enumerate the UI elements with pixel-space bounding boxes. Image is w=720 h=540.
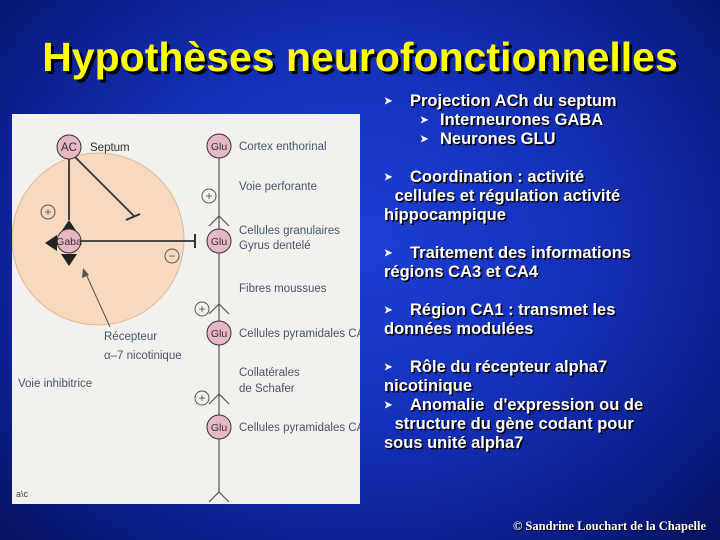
bullet-text: Neurones GLU — [440, 130, 556, 148]
ac-diagonal-line — [73, 155, 135, 217]
glu-label-3: Glu — [211, 328, 228, 340]
hippocampus-diagram: AC Septum Gaba + − Récepteur α–7 nicotin… — [12, 114, 360, 504]
ac-diagonal-terminal — [125, 213, 141, 221]
glu-neuron-cortex — [206, 133, 232, 159]
bullet-anomalie: ➤ Anomalie d'expression ou de — [384, 396, 714, 415]
synapse-fork-1 — [208, 215, 230, 227]
gaba-neuron — [56, 228, 82, 254]
chain-plus-sign-3: + — [198, 391, 205, 405]
glu-neuron-granular — [206, 228, 232, 254]
bullet-recepteur-line2: nicotinique — [384, 377, 472, 395]
schafer-label: de Schafer — [239, 383, 295, 395]
chain-plus-icon-3 — [194, 390, 210, 406]
bullet-text: Rôle du récepteur alpha7 — [410, 358, 608, 376]
arrow-bullet-icon: ➤ — [384, 172, 393, 183]
chain-plus-sign-2: + — [198, 302, 205, 316]
ac-label: AC — [61, 142, 77, 154]
glu-label-4: Glu — [211, 422, 228, 434]
gaba-triangle-down — [61, 254, 77, 266]
gaba-triangle-left — [45, 235, 57, 251]
arrow-bullet-icon: ➤ — [420, 115, 429, 126]
arrow-bullet-icon: ➤ — [384, 305, 393, 316]
bullet-traitement: ➤ Traitement des informations — [384, 244, 714, 263]
slide-title: Hypothèses neurofonctionnelles — [42, 34, 678, 80]
septum-minus-icon — [164, 248, 180, 264]
glu-neuron-ca3 — [206, 320, 232, 346]
voie-perforante-label: Voie perforante — [239, 181, 317, 193]
bullet-anomalie-line2: structure du gène codant pour — [390, 415, 634, 433]
cellules-granulaires-label: Cellules granulaires — [239, 225, 340, 237]
synapse-fork-4 — [208, 491, 230, 503]
septum-plus-icon — [40, 204, 56, 220]
bullet-list: ➤ Projection ACh du septum ➤ Interneurones… — [384, 92, 714, 453]
recepteur-label: Récepteur — [104, 331, 157, 343]
bullet-text: Interneurones GABA — [440, 111, 604, 129]
bullet-text: Projection ACh du septum — [410, 92, 617, 110]
glu-label-2: Glu — [211, 236, 228, 248]
bullet-recepteur: ➤ Rôle du récepteur alpha7 — [384, 358, 714, 377]
arrow-bullet-icon: ➤ — [384, 362, 393, 373]
copyright-notice: © Sandrine Louchart de la Chapelle — [512, 519, 706, 533]
bullet-gaba: ➤ Interneurones GABA — [384, 111, 714, 130]
bullet-projection: ➤ Projection ACh du septum — [384, 92, 714, 111]
bullet-coordination: ➤ Coordination : activité — [384, 168, 714, 187]
nicotinique-label: α–7 nicotinique — [104, 350, 182, 362]
corner-mark: a\c — [16, 489, 29, 499]
bullet-coordination-line2: cellules et régulation activité — [390, 187, 621, 205]
recepteur-pointer-head — [82, 268, 89, 278]
ca3-label: Cellules pyramidales CA3 — [239, 328, 360, 343]
chain-plus-icon-2 — [194, 301, 210, 317]
synapse-fork-3 — [208, 393, 230, 405]
septum-minus-sign: − — [168, 249, 175, 263]
bullet-text: Anomalie d'expression ou de — [410, 396, 644, 414]
ac-neuron — [56, 134, 82, 160]
fibres-label: Fibres moussues — [239, 283, 327, 295]
bullet-text: Coordination : activité — [410, 168, 585, 186]
bullet-traitement-line2: régions CA3 et CA4 — [384, 263, 539, 281]
voie-inhibitrice-label: Voie inhibitrice — [18, 378, 92, 390]
glu-neuron-ca1 — [206, 414, 232, 440]
bullet-text: Traitement des informations — [410, 244, 631, 262]
septum-plus-sign: + — [44, 205, 51, 219]
collaterales-label: Collatérales — [239, 367, 300, 379]
bullet-ca1: ➤ Région CA1 : transmet les — [384, 301, 714, 320]
ca1-label: Cellules pyramidales CA1 — [239, 422, 360, 437]
cortex-label: Cortex enthorinal — [239, 141, 327, 153]
bullet-anomalie-line3: sous unité alpha7 — [384, 434, 524, 452]
gaba-label: Gaba — [56, 236, 82, 248]
septum-circle — [12, 152, 185, 326]
gaba-triangle-up — [61, 220, 77, 232]
septum-label: Septum — [90, 142, 130, 154]
bullet-ca1-line2: données modulées — [384, 320, 534, 338]
arrow-bullet-icon: ➤ — [384, 96, 393, 107]
bullet-glu: ➤ Neurones GLU — [384, 130, 714, 149]
arrow-bullet-icon: ➤ — [384, 248, 393, 259]
glu-label-1: Glu — [211, 141, 228, 153]
arrow-bullet-icon: ➤ — [420, 134, 429, 145]
chain-plus-icon-1 — [201, 188, 217, 204]
bullet-coordination-line3: hippocampique — [384, 206, 506, 224]
gyrus-label: Gyrus dentelé — [239, 240, 311, 252]
synapse-fork-2 — [208, 303, 230, 315]
arrow-bullet-icon: ➤ — [384, 400, 393, 411]
recepteur-pointer-line — [85, 273, 111, 328]
bullet-text: Région CA1 : transmet les — [410, 301, 616, 319]
chain-plus-sign-1: + — [205, 189, 212, 203]
